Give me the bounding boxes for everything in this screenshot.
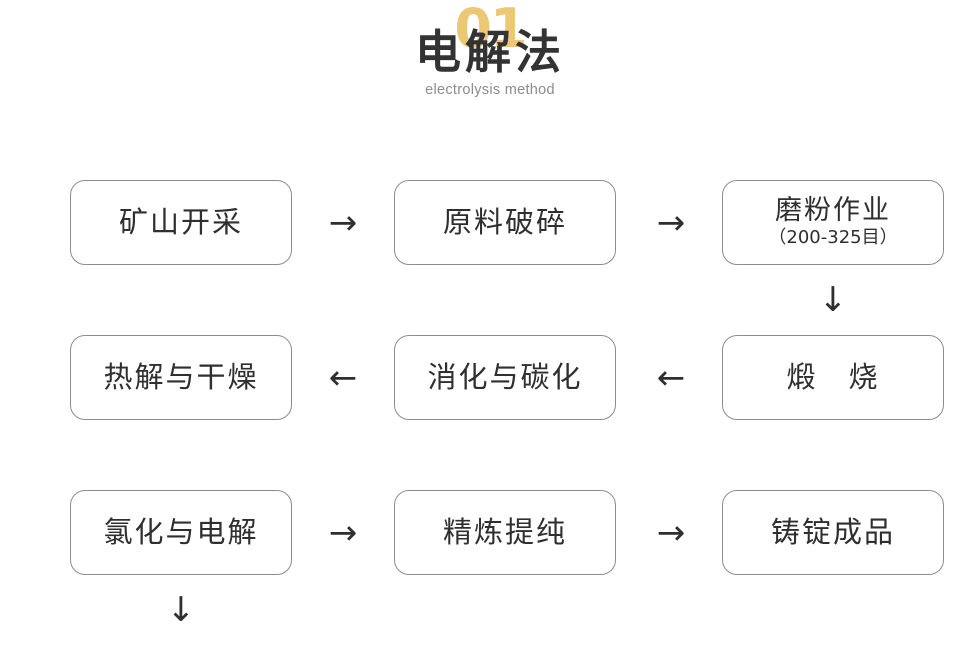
flow-node-label: 煅 烧 bbox=[786, 359, 880, 394]
arrow-left-icon: ← bbox=[656, 357, 686, 398]
flow-node-label: 热解与干燥 bbox=[103, 359, 259, 394]
flow-node-chlorination-electrolysis[interactable]: 氯化与电解 bbox=[70, 490, 292, 575]
flow-row-1: 矿山开采 → 原料破碎 → 磨粉作业 （200-325目） ↓ bbox=[70, 180, 944, 317]
flow-node-label: 矿山开采 bbox=[118, 204, 243, 239]
arrow-down-icon: ↓ bbox=[166, 590, 196, 630]
flow-node-label: 氯化与电解 bbox=[103, 514, 259, 549]
page-header: 01 电解法 electrolysis method bbox=[0, 0, 980, 120]
flow-node-refining-purification[interactable]: 精炼提纯 bbox=[394, 490, 616, 575]
flow-node-pyrolysis-drying[interactable]: 热解与干燥 bbox=[70, 335, 292, 420]
flow-node-label: 磨粉作业 bbox=[775, 195, 891, 227]
arrow-right-icon: → bbox=[328, 202, 358, 243]
arrow-down-icon: ↓ bbox=[818, 280, 848, 320]
flow-node-ingot-product[interactable]: 铸锭成品 bbox=[722, 490, 944, 575]
arrow-right-icon: → bbox=[656, 512, 686, 553]
flow-row-3: 氯化与电解 → 精炼提纯 → 铸锭成品 bbox=[70, 490, 944, 575]
page-subtitle: electrolysis method bbox=[425, 82, 555, 98]
process-flow-diagram: 矿山开采 → 原料破碎 → 磨粉作业 （200-325目） ↓ 热解与干燥 ← … bbox=[70, 180, 944, 627]
flow-node-milling[interactable]: 磨粉作业 （200-325目） bbox=[722, 180, 944, 265]
flow-node-mining[interactable]: 矿山开采 bbox=[70, 180, 292, 265]
header-step-number: 01 bbox=[454, 0, 527, 60]
flow-node-calcination[interactable]: 煅 烧 bbox=[722, 335, 944, 420]
flow-node-label: 消化与碳化 bbox=[427, 359, 583, 394]
arrow-right-icon: → bbox=[656, 202, 686, 243]
arrow-right-icon: → bbox=[328, 512, 358, 553]
arrow-left-icon: ← bbox=[328, 357, 358, 398]
flow-node-label: 原料破碎 bbox=[442, 204, 567, 239]
flow-node-label: 铸锭成品 bbox=[770, 514, 895, 549]
flow-node-digestion-carbonation[interactable]: 消化与碳化 bbox=[394, 335, 616, 420]
flow-node-sublabel: （200-325目） bbox=[768, 227, 898, 249]
flow-node-label: 精炼提纯 bbox=[442, 514, 567, 549]
flow-node-raw-material-crushing[interactable]: 原料破碎 bbox=[394, 180, 616, 265]
flow-row-2: 热解与干燥 ← 消化与碳化 ← 煅 烧 ↓ bbox=[70, 335, 944, 627]
page-title: 电解法 bbox=[415, 25, 565, 79]
